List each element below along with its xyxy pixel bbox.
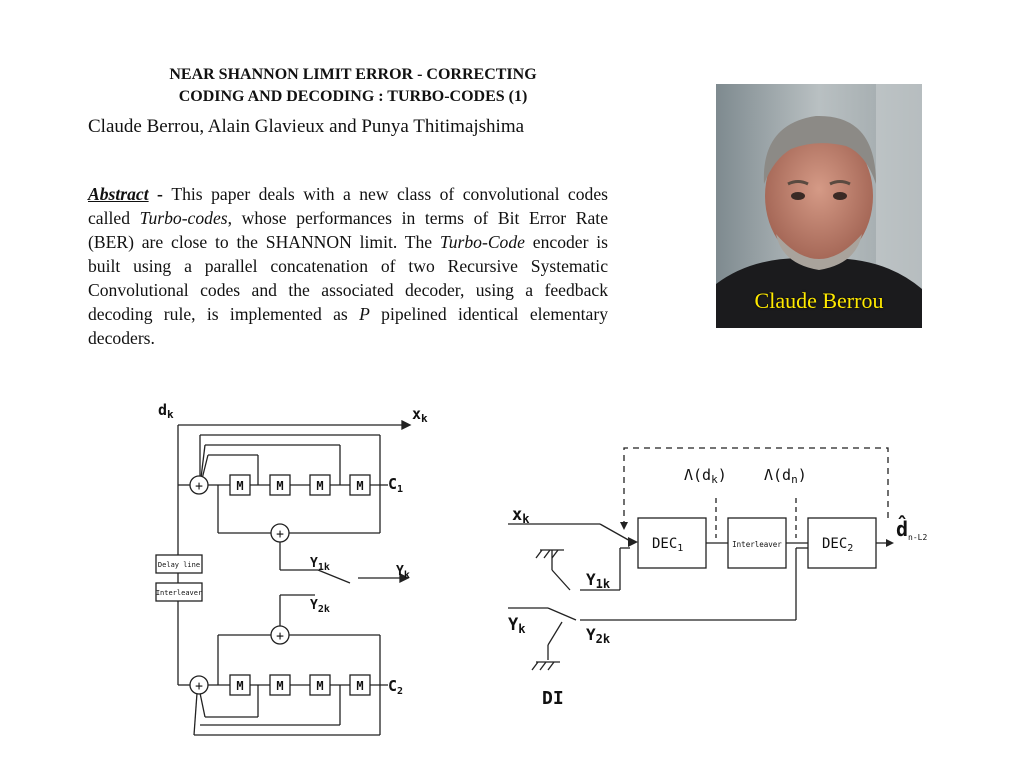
photo-caption: Claude Berrou bbox=[754, 288, 884, 313]
adder-circle bbox=[189, 675, 209, 695]
xk-input-label: xk bbox=[512, 505, 530, 526]
di-label: DI bbox=[542, 688, 564, 709]
abstract-text-2: , whose performances in terms of Bit Err… bbox=[88, 208, 609, 252]
memory-box bbox=[309, 474, 331, 496]
dec2-box bbox=[807, 517, 877, 569]
abstract-separator: - bbox=[148, 184, 172, 204]
dec1-label: DEC1 bbox=[652, 536, 683, 554]
abstract-label: Abstract bbox=[88, 184, 149, 204]
abstract-emphasis-3: P bbox=[359, 304, 370, 324]
interleaver-box bbox=[155, 582, 203, 602]
abstract-emphasis-1: Turbo-codes bbox=[139, 208, 228, 228]
paper-abstract: Abstract - This paper deals with a new c… bbox=[88, 182, 608, 350]
title-line-1: NEAR SHANNON LIMIT ERROR - CORRECTING bbox=[169, 66, 537, 83]
c2-label: C2 bbox=[388, 677, 403, 697]
memory-box bbox=[309, 674, 331, 696]
memory-box bbox=[349, 674, 371, 696]
delay-line-box bbox=[155, 554, 203, 574]
turbo-decoder-diagram: xk Yk Y1k Y2k DI DEC1 DEC2 Interleaver Λ… bbox=[508, 447, 927, 709]
memory-label: M bbox=[356, 679, 363, 693]
delay-line-label: Delay line bbox=[158, 561, 200, 569]
title-line-2: CODING AND DECODING : TURBO-CODES (1) bbox=[178, 88, 528, 105]
memory-label: M bbox=[236, 679, 243, 693]
memory-label: M bbox=[276, 679, 283, 693]
lambda-dn-label: Λ(dn) bbox=[764, 466, 807, 486]
y1k-label: Y1k bbox=[310, 556, 330, 573]
memory-box bbox=[229, 674, 251, 696]
adder-circle bbox=[189, 475, 209, 495]
y2k-label: Y2k bbox=[310, 598, 330, 615]
interleaver-label: Interleaver bbox=[732, 540, 782, 549]
abstract-text-1: This paper deals with a new class of con… bbox=[88, 184, 608, 228]
interleaver-box bbox=[727, 517, 787, 569]
memory-box bbox=[349, 474, 371, 496]
interleaver-label: Interleaver bbox=[156, 589, 202, 597]
abstract-text-4: pipelined identical elementary decoders. bbox=[88, 304, 608, 348]
author-photo bbox=[716, 84, 922, 328]
lambda-dk-label: Λ(dk) bbox=[684, 466, 727, 486]
memory-label: M bbox=[316, 479, 323, 493]
paper-authors: Claude Berrou, Alain Glavieux and Punya … bbox=[88, 116, 525, 137]
portrait-image bbox=[716, 84, 922, 328]
yk-input-label: Yk bbox=[508, 615, 526, 636]
dec1-box bbox=[637, 517, 707, 569]
abstract-emphasis-2: Turbo-Code bbox=[439, 232, 525, 252]
paper-title: NEAR SHANNON LIMIT ERROR - CORRECTING CO… bbox=[88, 64, 618, 108]
adder-symbol: + bbox=[276, 629, 284, 644]
output-xk-label: xk bbox=[412, 405, 428, 425]
abstract-text-3: encoder is built using a parallel concat… bbox=[88, 232, 608, 324]
memory-label: M bbox=[236, 479, 243, 493]
memory-label: M bbox=[356, 479, 363, 493]
yk-output-label: Yk bbox=[396, 564, 410, 581]
c1-label: C1 bbox=[388, 475, 403, 495]
dec2-label: DEC2 bbox=[822, 536, 853, 554]
adder-symbol: + bbox=[195, 479, 203, 494]
turbo-encoder-diagram: + + + + M M M M M M M M Delay line Inter… bbox=[155, 401, 428, 736]
input-dk-label: dk bbox=[158, 401, 174, 421]
memory-box bbox=[269, 474, 291, 496]
adder-circle bbox=[270, 523, 290, 543]
memory-box bbox=[269, 674, 291, 696]
memory-label: M bbox=[316, 679, 323, 693]
dhat-output-label: d̂n-L2 bbox=[896, 516, 927, 542]
adder-symbol: + bbox=[195, 679, 203, 694]
y2k-label: Y2k bbox=[586, 625, 611, 646]
memory-label: M bbox=[276, 479, 283, 493]
y1k-label: Y1k bbox=[586, 570, 611, 591]
adder-circle bbox=[270, 625, 290, 645]
adder-symbol: + bbox=[276, 527, 284, 542]
memory-box bbox=[229, 474, 251, 496]
